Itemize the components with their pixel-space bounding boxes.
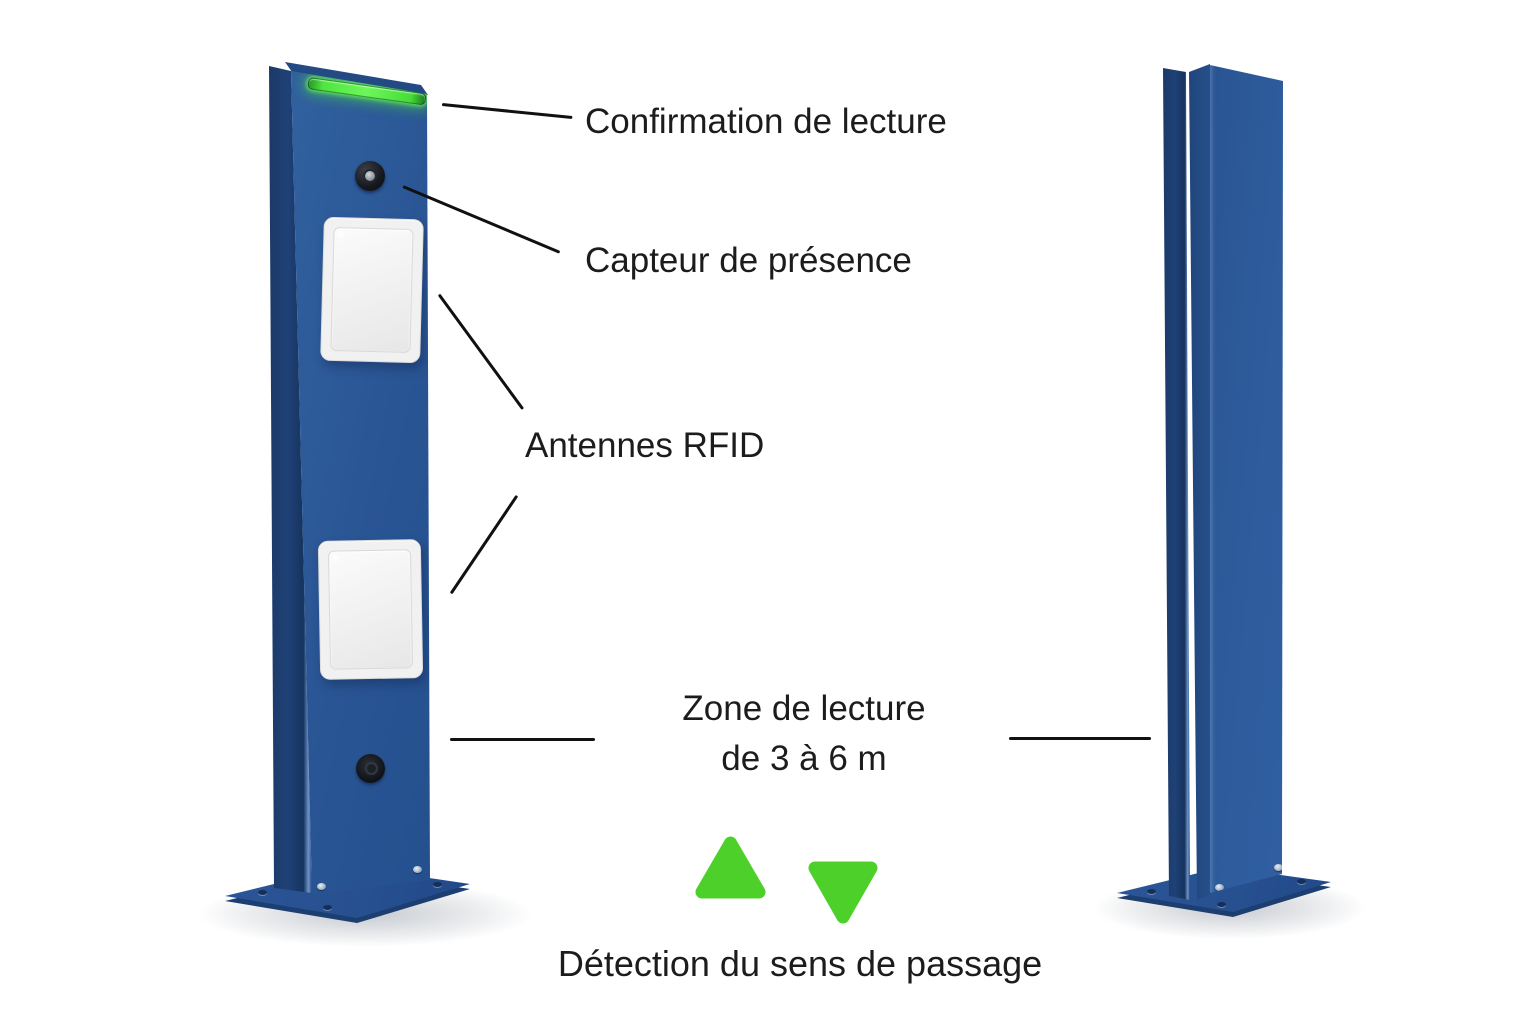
triangle-up-shape [695,836,766,899]
right-pylon-screw-1 [1215,884,1224,891]
right-pylon-back-face [1210,65,1283,893]
right-plate-hole-3 [1297,879,1306,884]
left-plate-hole-2 [323,905,332,910]
rfid-antenna-panel-2 [317,539,424,680]
triangle-down-shape [808,861,878,924]
floor-sensor [356,754,385,783]
right-pylon-screw-2 [1274,864,1283,871]
rfid-antenna-panel-2-inner [327,549,414,670]
presence-sensor [355,161,385,191]
right-pylon-front-edge-face [1189,64,1211,900]
rfid-antenna-panel-1 [320,216,424,364]
left-pylon-front-face [291,71,430,894]
leader-line-antenna-lower [449,494,519,595]
rfid-antenna-panel-1-inner [330,226,414,354]
label-reading-zone-line2: de 3 à 6 m [721,739,887,778]
presence-sensor-lens [363,169,377,183]
floor-sensor-lens [365,762,378,775]
leader-line-zone-right [1009,737,1151,740]
right-plate-hole-1 [1147,889,1156,894]
triangle-up-icon [695,836,766,899]
label-reading-zone: Zone de lecture de 3 à 6 m [604,684,1004,784]
label-antennas: Antennes RFID [525,426,765,465]
leader-line-antenna-upper [437,293,525,410]
label-reading-zone-line1: Zone de lecture [682,689,926,728]
leader-line-confirmation [441,103,573,120]
leader-line-zone-left [450,738,595,741]
label-presence: Capteur de présence [585,241,912,280]
left-plate-hole-3 [433,882,442,887]
right-plate-hole-2 [1217,902,1226,907]
left-pylon-screw-2 [413,866,422,873]
label-direction-detection: Détection du sens de passage [557,943,1043,984]
left-pylon-screw-1 [317,883,326,890]
right-pylon-side-face [1163,68,1190,900]
left-plate-hole-1 [258,890,267,895]
triangle-down-icon [808,861,878,924]
label-confirmation: Confirmation de lecture [585,102,947,141]
